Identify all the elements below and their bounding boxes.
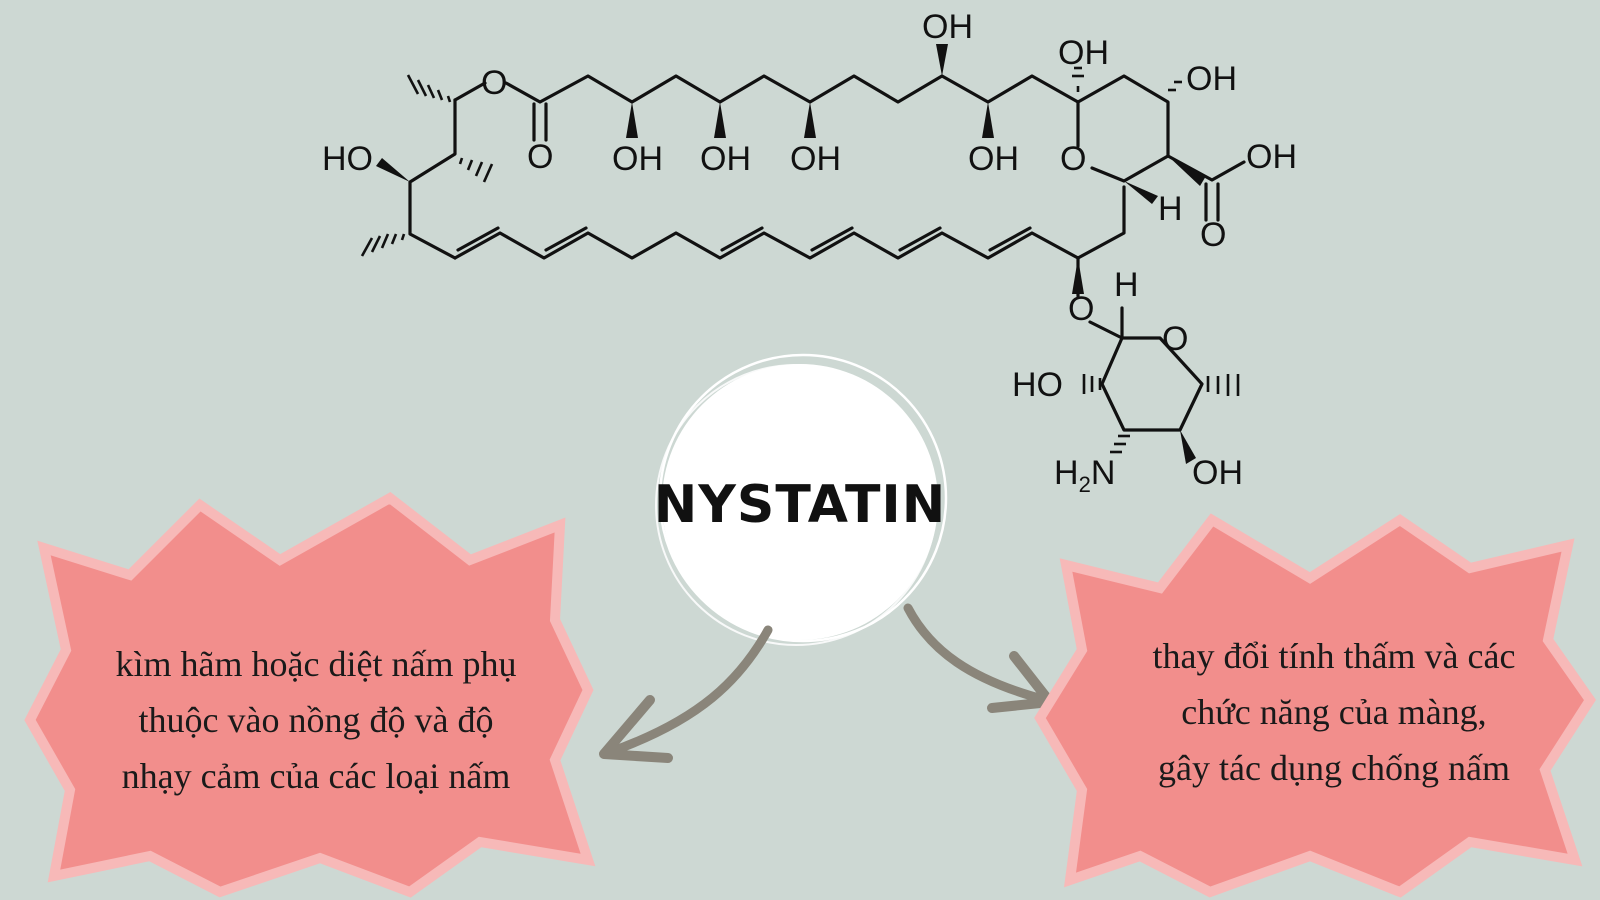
atom-oh-ring-top: OH	[1058, 34, 1109, 72]
backbone-left	[408, 98, 457, 260]
circle-outline-1	[658, 353, 948, 643]
right-note-line-1: thay đổi tính thấm và các	[1153, 636, 1516, 676]
page-title: NYSTATIN	[654, 475, 947, 535]
atom-o-glycoside: O	[1068, 290, 1094, 328]
circle-outline-2	[655, 364, 937, 646]
left-note-line-2: thuộc vào nồng độ và độ	[139, 700, 494, 740]
atom-o-ester: O	[481, 64, 507, 102]
hemiketal-ring	[1076, 74, 1170, 183]
atom-oh-top: OH	[922, 8, 973, 46]
right-burst-shape	[1034, 513, 1597, 898]
atom-oh-sugar: OH	[1192, 454, 1243, 492]
atom-ho-sugar: HO	[1012, 366, 1063, 404]
backbone-top	[453, 81, 487, 102]
arrow-right	[903, 603, 1055, 713]
left-burst-shape	[24, 492, 596, 898]
hashed-bonds	[360, 66, 1240, 454]
atom-oh-2: OH	[700, 140, 751, 178]
atom-oh-acid: OH	[1246, 138, 1297, 176]
right-note-line-2: chức năng của màng,	[1181, 692, 1486, 732]
arrow-left	[599, 625, 773, 763]
atom-o-acid: O	[1200, 216, 1226, 254]
atom-oh-4: OH	[968, 140, 1019, 178]
atom-o-ring: O	[1060, 140, 1086, 178]
left-note-burst: kìm hãm hoặc diệt nấm phụ thuộc vào nồng…	[24, 492, 596, 898]
atom-ho-left: HO	[322, 140, 373, 178]
atom-h-ring: H	[1158, 190, 1183, 228]
atom-h-sugar: H	[1114, 266, 1139, 304]
atom-o-sugar-ring: O	[1162, 320, 1188, 358]
nystatin-structure: O O HO OH OH OH OH OH OH OH O H OH O O H…	[322, 8, 1297, 497]
left-note-line-3: nhạy cảm của các loại nấm	[122, 756, 511, 796]
backbone-ester	[504, 74, 1080, 104]
left-note-line-1: kìm hãm hoặc diệt nấm phụ	[116, 644, 517, 684]
wedge-bonds	[376, 44, 1206, 464]
double-bonds	[456, 226, 1032, 252]
atom-oh-1: OH	[612, 140, 663, 178]
right-note-line-3: gây tác dụng chống nấm	[1158, 748, 1510, 788]
circle-fill	[662, 364, 938, 640]
atom-o-carbonyl: O	[527, 138, 553, 176]
atom-oh-3: OH	[790, 140, 841, 178]
title-circle: NYSTATIN	[654, 353, 948, 646]
atom-oh-ring-right: OH	[1186, 60, 1237, 98]
right-note-burst: thay đổi tính thấm và các chức năng của …	[1034, 513, 1597, 898]
atom-h2n-sugar: H2N	[1054, 454, 1115, 497]
backbone-polyene	[453, 185, 1126, 260]
